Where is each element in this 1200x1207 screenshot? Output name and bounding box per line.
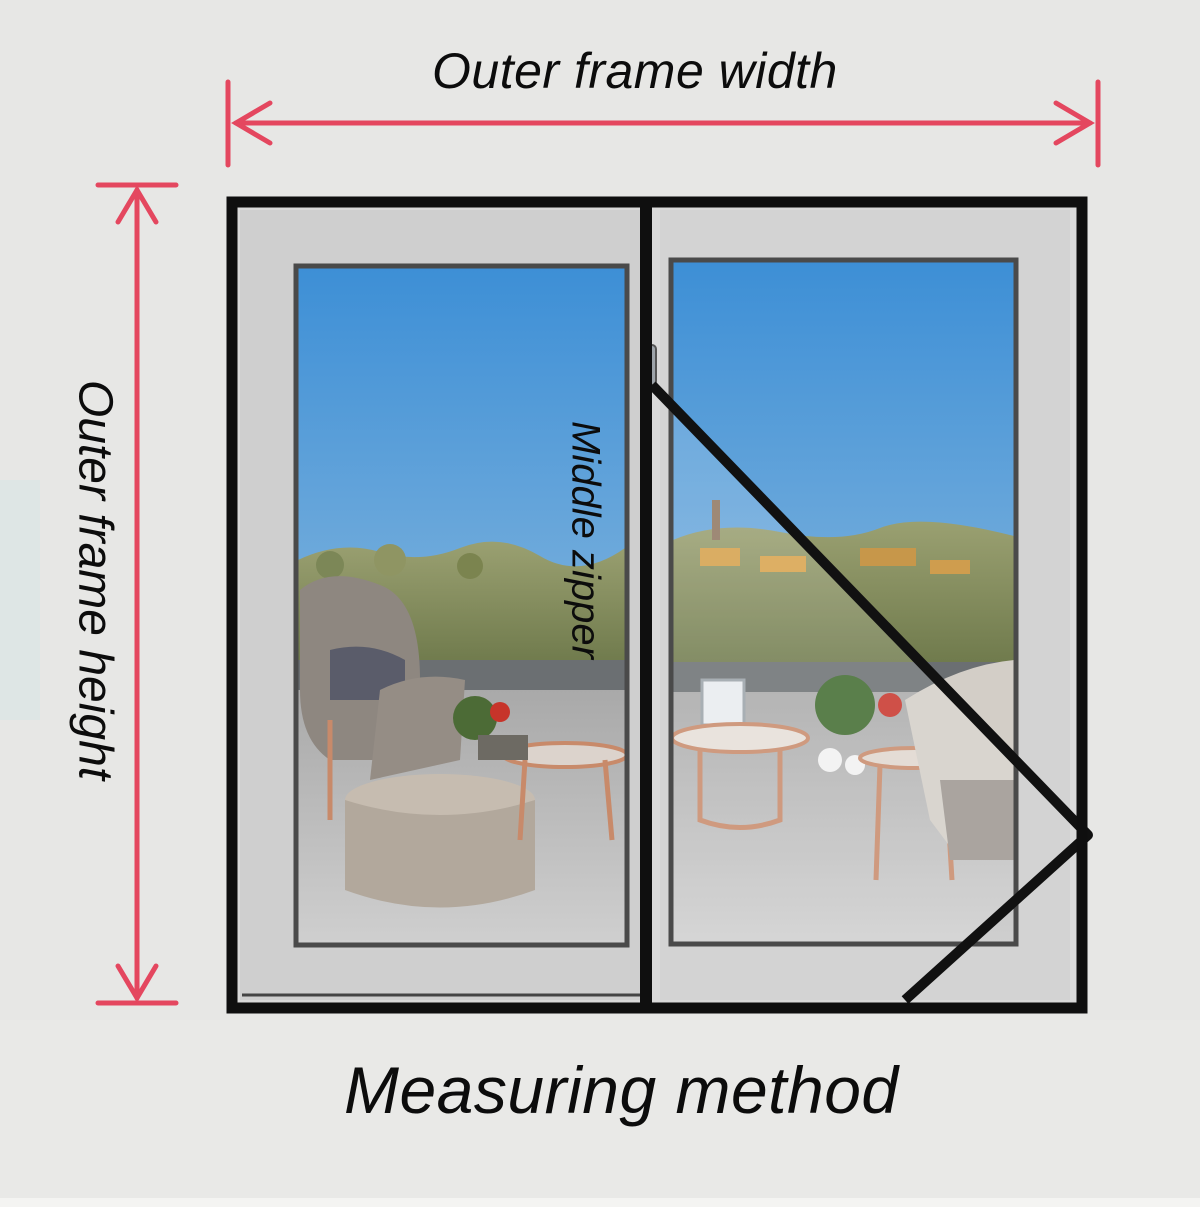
measuring-method-title: Measuring method	[344, 1053, 899, 1127]
outer-frame-width-label: Outer frame width	[432, 43, 838, 99]
middle-zipper-label: Middle zipper	[563, 421, 608, 659]
outer-black-frame	[226, 196, 1088, 1014]
right-pane	[673, 262, 1014, 942]
width-arrow-icon	[225, 79, 1101, 168]
height-arrow-icon	[95, 182, 179, 1006]
left-pane	[298, 268, 625, 943]
outer-frame-height-label: Outer frame height	[68, 379, 122, 781]
